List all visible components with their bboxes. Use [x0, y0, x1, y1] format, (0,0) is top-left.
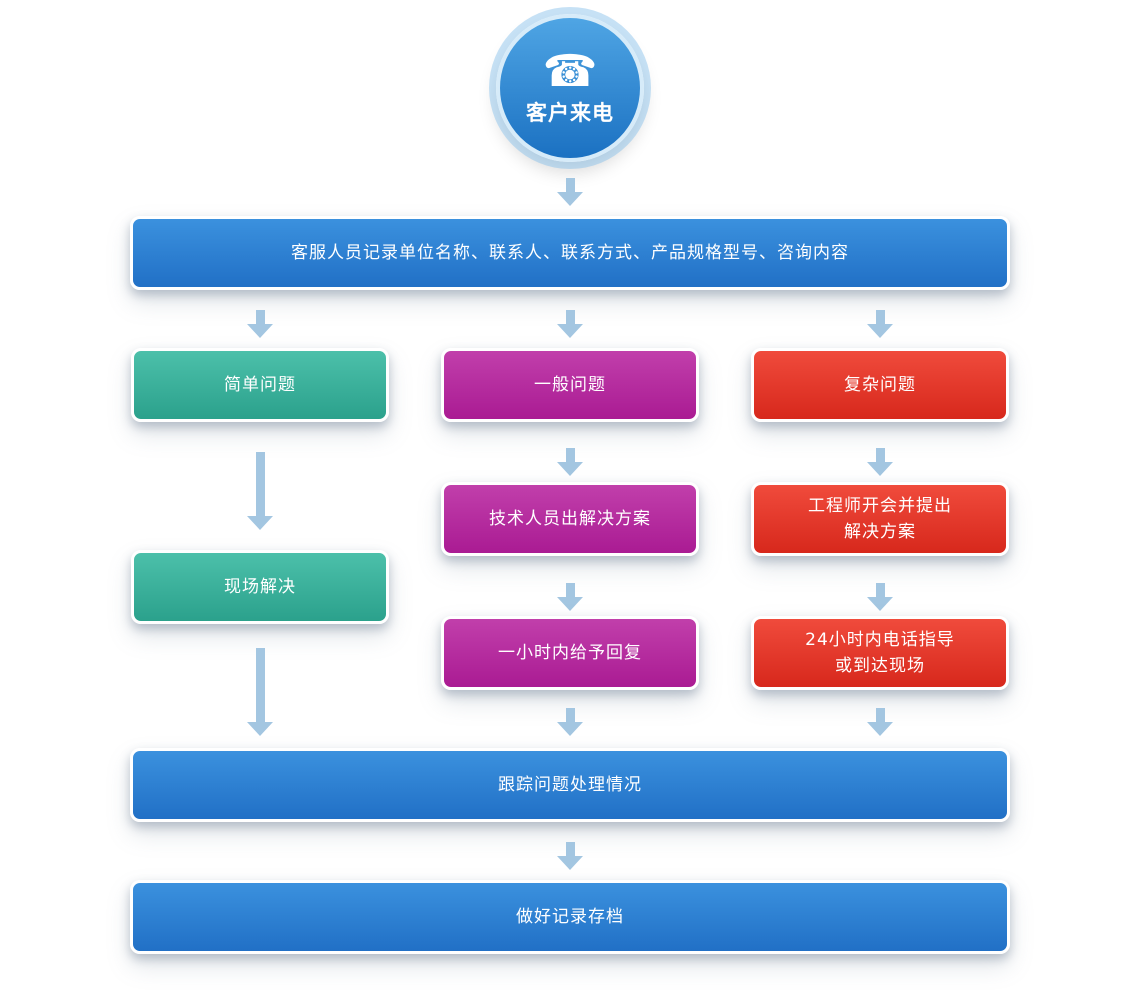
- flow-arrow-record-complex: [867, 310, 893, 338]
- node-track-label: 跟踪问题处理情况: [498, 775, 642, 795]
- node-onsite: 现场解决: [131, 550, 389, 624]
- node-engineer-meeting: 工程师开会并提出 解决方案: [751, 482, 1009, 556]
- node-general-problem-label: 一般问题: [534, 375, 606, 395]
- flow-arrow-onsite-track: [247, 648, 273, 736]
- flow-arrow-track-archive: [557, 842, 583, 870]
- node-onsite-label: 现场解决: [224, 577, 296, 597]
- flow-arrow-record-general: [557, 310, 583, 338]
- flow-arrow-techplan-reply: [557, 583, 583, 611]
- flow-arrow-meeting-guidance: [867, 583, 893, 611]
- start-node: ☎ 客户来电: [496, 14, 644, 162]
- node-record-label: 客服人员记录单位名称、联系人、联系方式、产品规格型号、咨询内容: [291, 243, 849, 263]
- flow-arrow-start-record: [557, 178, 583, 206]
- flow-arrow-general-techplan: [557, 448, 583, 476]
- node-simple-problem: 简单问题: [131, 348, 389, 422]
- node-phone-guidance: 24小时内电话指导 或到达现场: [751, 616, 1009, 690]
- node-tech-plan: 技术人员出解决方案: [441, 482, 699, 556]
- flow-arrow-reply-track: [557, 708, 583, 736]
- flow-arrow-record-simple: [247, 310, 273, 338]
- node-phone-guidance-label: 24小时内电话指导 或到达现场: [805, 630, 955, 676]
- node-record: 客服人员记录单位名称、联系人、联系方式、产品规格型号、咨询内容: [130, 216, 1010, 290]
- node-tech-plan-label: 技术人员出解决方案: [489, 509, 651, 529]
- node-general-problem: 一般问题: [441, 348, 699, 422]
- node-archive-label: 做好记录存档: [516, 907, 624, 927]
- flow-arrow-complex-meeting: [867, 448, 893, 476]
- node-reply-one-hour: 一小时内给予回复: [441, 616, 699, 690]
- start-node-label: 客户来电: [526, 101, 614, 125]
- node-archive: 做好记录存档: [130, 880, 1010, 954]
- node-complex-problem: 复杂问题: [751, 348, 1009, 422]
- node-reply-one-hour-label: 一小时内给予回复: [498, 643, 642, 663]
- node-track: 跟踪问题处理情况: [130, 748, 1010, 822]
- flow-arrow-guidance-track: [867, 708, 893, 736]
- node-complex-problem-label: 复杂问题: [844, 375, 916, 395]
- flow-arrow-simple-onsite: [247, 452, 273, 530]
- phone-icon: ☎: [542, 46, 598, 97]
- node-engineer-meeting-label: 工程师开会并提出 解决方案: [808, 496, 952, 542]
- node-simple-problem-label: 简单问题: [224, 375, 296, 395]
